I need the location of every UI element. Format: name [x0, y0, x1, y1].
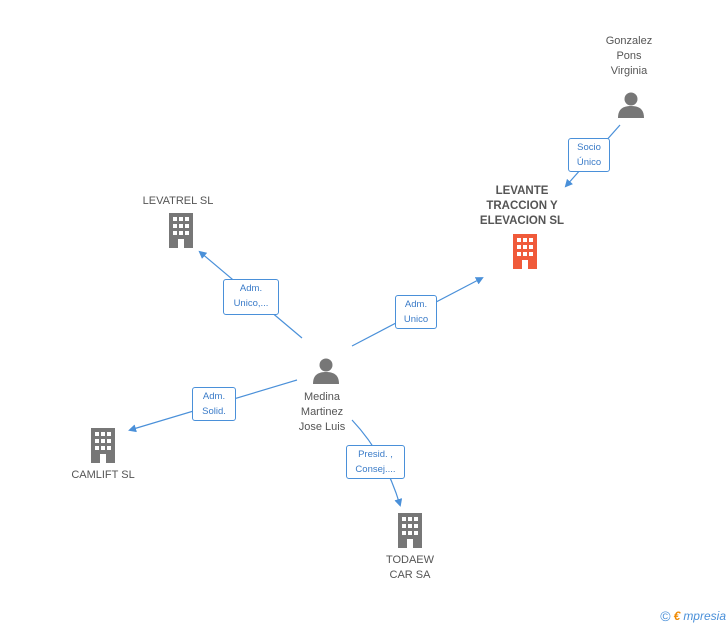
company-name-levante[interactable]: LEVANTE TRACCION Y ELEVACION SL [479, 185, 565, 227]
relation-adm-unico-levatrel[interactable]: Adm. Unico,... [223, 279, 279, 315]
company-name-levatrel[interactable]: LEVATREL SL [142, 195, 214, 207]
company-name-camlift[interactable]: CAMLIFT SL [71, 469, 135, 481]
relation-socio-unico[interactable]: Socio Único [568, 138, 610, 172]
empresia-watermark: © €mpresia [660, 608, 726, 624]
relation-adm-unico-levante[interactable]: Adm. Unico [395, 295, 437, 329]
building-icon[interactable] [394, 513, 426, 549]
relation-adm-solid[interactable]: Adm. Solid. [192, 387, 236, 421]
brand-logo-e: € [673, 609, 681, 623]
person-name-gonzalez[interactable]: Gonzalez Pons Virginia [605, 35, 653, 77]
relation-presid-consej[interactable]: Presid. , Consej.... [346, 445, 405, 479]
building-icon[interactable] [87, 428, 119, 464]
brand-logo-text: mpresia [683, 609, 726, 623]
person-name-medina[interactable]: Medina Martinez Jose Luis [298, 391, 346, 433]
building-icon[interactable] [165, 213, 197, 249]
company-name-todaew[interactable]: TODAEW CAR SA [385, 554, 435, 581]
building-icon[interactable] [509, 234, 541, 270]
copyright-icon: © [660, 608, 671, 624]
person-icon[interactable] [617, 90, 645, 118]
person-icon[interactable] [312, 356, 340, 384]
